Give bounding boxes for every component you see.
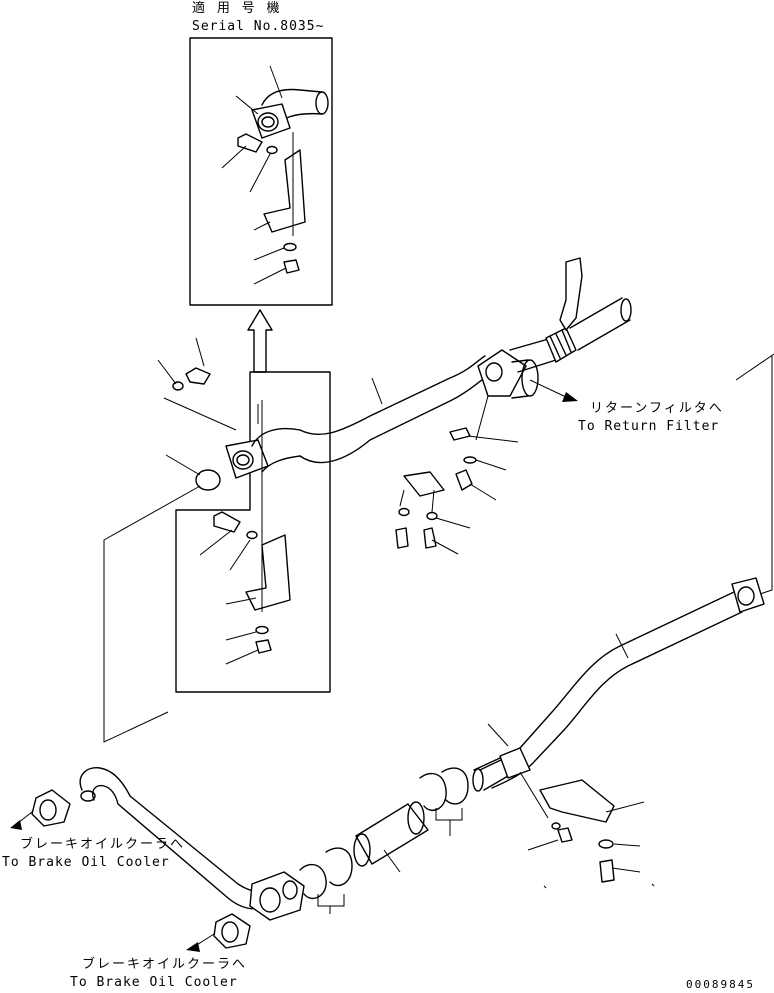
- plug: [195, 469, 221, 491]
- brake-cooler-lower-label-jp: ブレーキオイルクーラへ: [82, 957, 248, 972]
- up-arrow: [247, 309, 273, 373]
- brake-cooler-upper-label-jp: ブレーキオイルクーラへ: [20, 837, 186, 852]
- lower-inset-box: [175, 371, 331, 693]
- lower-bracket-set: [527, 779, 655, 889]
- return-filter-label-jp: リターンフィルタへ: [590, 401, 724, 416]
- drawing-number: 00089845: [686, 978, 755, 991]
- inset-heading-serial: Serial No.8035~: [192, 19, 325, 34]
- serial-inset-box: [189, 37, 333, 306]
- brake-cooler-pipe: [10, 767, 305, 952]
- lower-inset-parts: [199, 400, 301, 665]
- brake-cooler-upper-label-en: To Brake Oil Cooler: [2, 855, 170, 870]
- hose-and-clamps: [299, 767, 469, 914]
- bolt-outside: [185, 367, 211, 385]
- lower-main-pipe: [472, 353, 774, 819]
- upper-return-pipe: [299, 257, 632, 464]
- brake-cooler-lower-label-en: To Brake Oil Cooler: [70, 975, 238, 990]
- inset-heading-jp: 適 用 号 機: [192, 1, 282, 16]
- return-pipe-bracket-set: [395, 395, 519, 555]
- return-filter-label-en: To Return Filter: [578, 419, 720, 434]
